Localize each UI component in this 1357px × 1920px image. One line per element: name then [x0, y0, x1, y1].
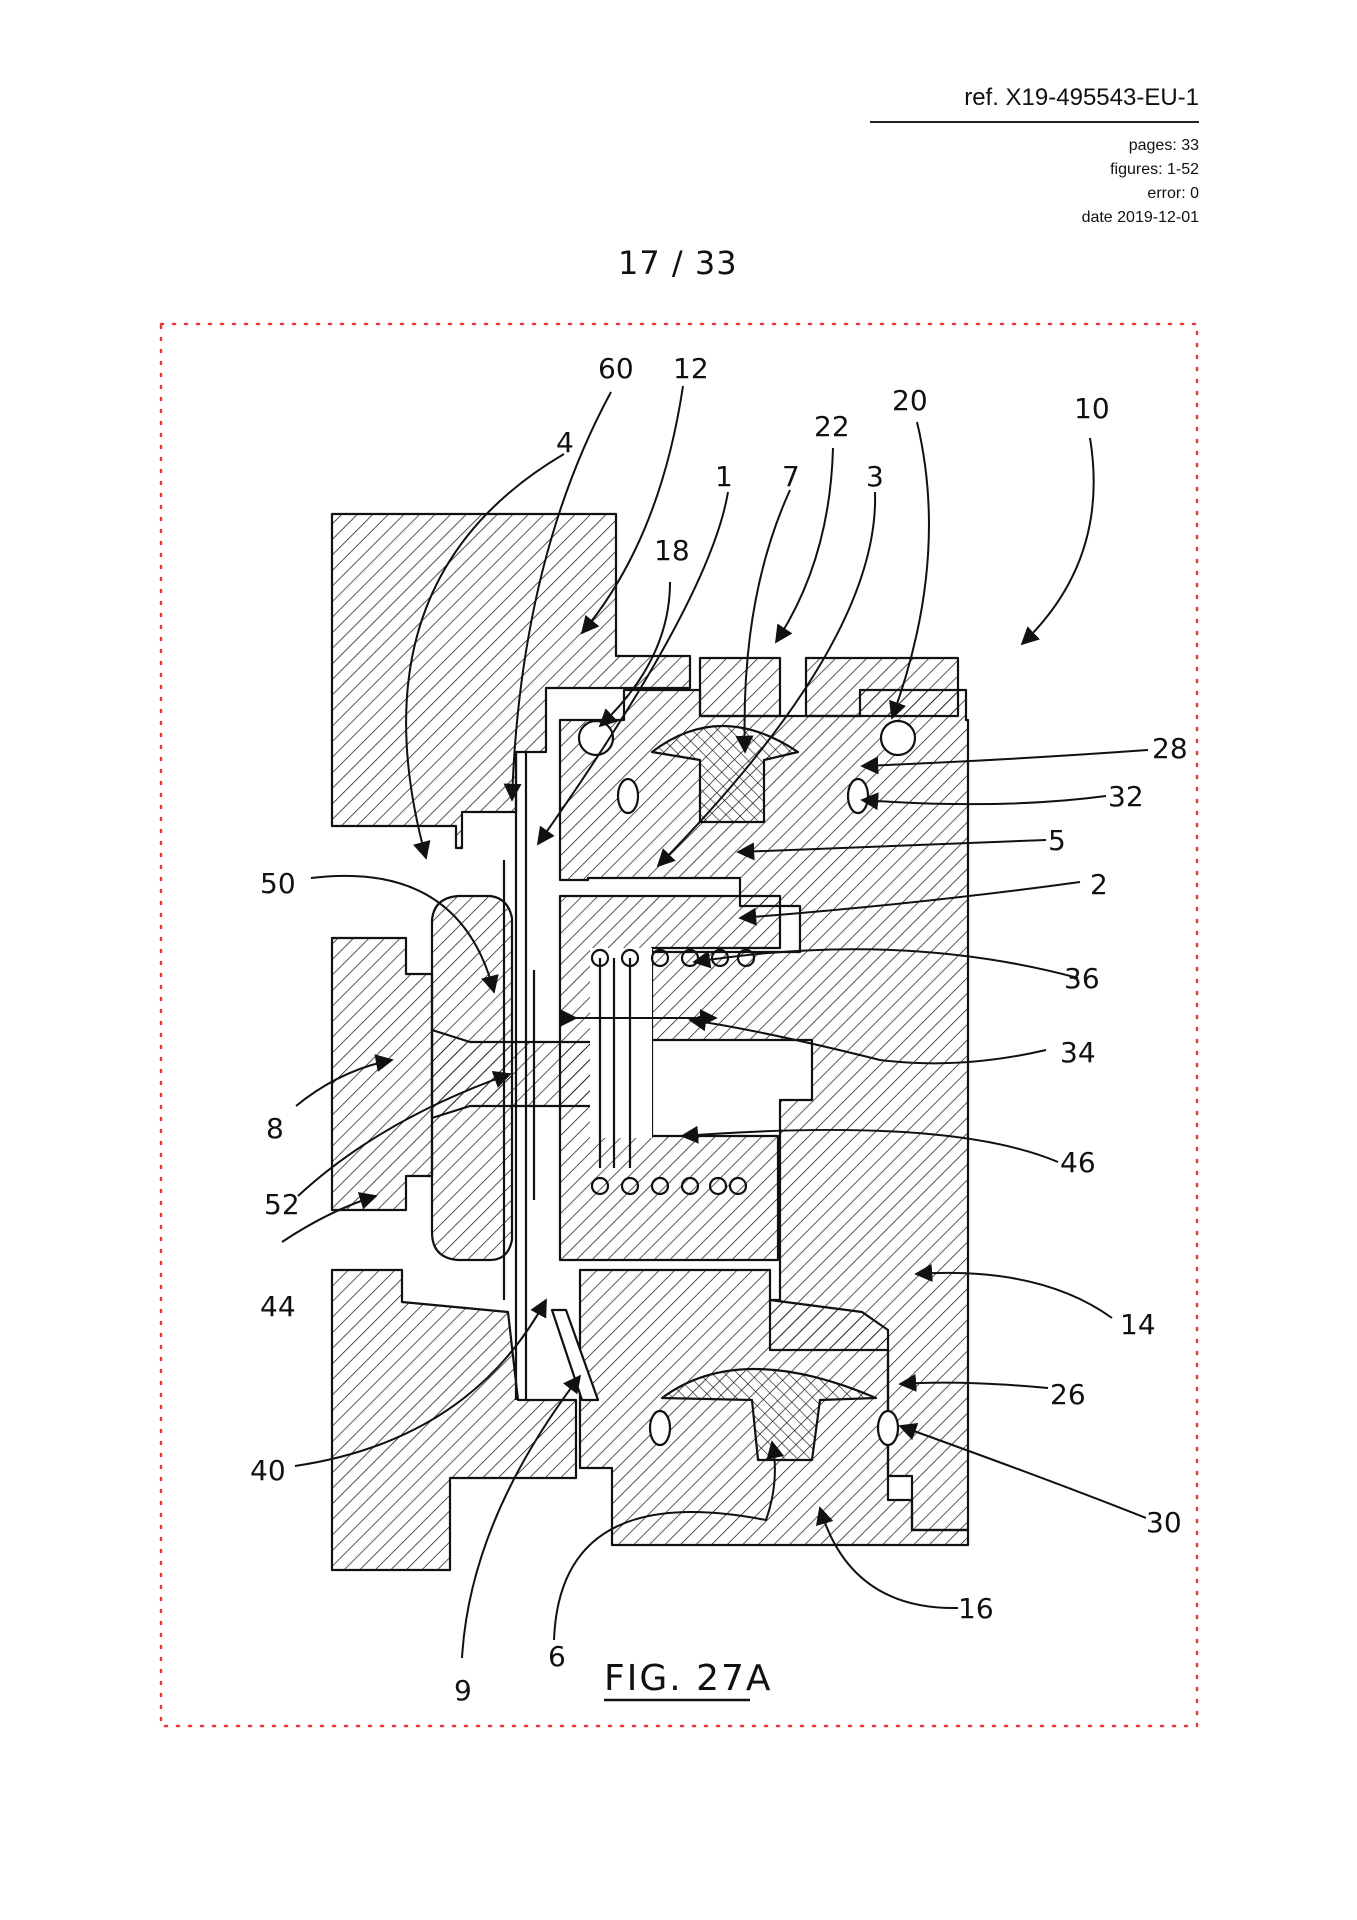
label-26: 26 [1050, 1378, 1086, 1411]
spring [590, 948, 756, 1196]
valve-six [660, 1367, 878, 1462]
label-28: 28 [1152, 732, 1188, 765]
label-22: 22 [814, 410, 850, 443]
header-rule [870, 121, 1199, 123]
figure-frame [159, 322, 1199, 1728]
label-1: 1 [715, 460, 733, 493]
error-count: error: 0 [1147, 185, 1199, 202]
top-plug-left [698, 656, 782, 718]
label-8: 8 [266, 1112, 284, 1145]
page-number: 17 / 33 [618, 244, 738, 282]
label-7: 7 [782, 460, 800, 493]
label-2: 2 [1090, 868, 1108, 901]
top-plug-right [804, 656, 960, 718]
label-50: 50 [260, 867, 296, 900]
label-36: 36 [1064, 962, 1100, 995]
label-20: 20 [892, 384, 928, 417]
pages-count: pages: 33 [1128, 137, 1199, 154]
label-18: 18 [654, 534, 690, 567]
label-32: 32 [1108, 780, 1144, 813]
document-date: date 2019-12-01 [1081, 209, 1199, 226]
label-16: 16 [958, 1592, 994, 1625]
label-52: 52 [264, 1188, 300, 1221]
housing-lower-left [330, 1268, 578, 1572]
label-12: 12 [673, 352, 709, 385]
reference-number: ref. X19-495543-EU-1 [964, 84, 1199, 111]
label-34: 34 [1060, 1036, 1096, 1069]
figures-range: figures: 1-52 [1110, 161, 1199, 178]
label-30: 30 [1146, 1506, 1182, 1539]
label-9: 9 [454, 1674, 472, 1707]
leader-lines [281, 385, 1149, 1659]
label-40: 40 [250, 1454, 286, 1487]
label-5: 5 [1048, 824, 1066, 857]
reference-labels: 60 12 20 10 4 22 1 7 3 18 28 32 5 50 2 3… [250, 352, 1188, 1707]
channel-nine [550, 1308, 600, 1402]
label-60: 60 [598, 352, 634, 385]
label-6: 6 [548, 1640, 566, 1673]
figure-caption: FIG. 27A [604, 1658, 773, 1699]
label-3: 3 [866, 460, 884, 493]
header-meta: pages: 33 figures: 1-52 error: 0 date 20… [1082, 134, 1199, 230]
label-14: 14 [1120, 1308, 1156, 1341]
label-4: 4 [556, 426, 574, 459]
label-44: 44 [260, 1290, 296, 1323]
label-10: 10 [1074, 392, 1110, 425]
cross-section [330, 512, 970, 1572]
label-46: 46 [1060, 1146, 1096, 1179]
